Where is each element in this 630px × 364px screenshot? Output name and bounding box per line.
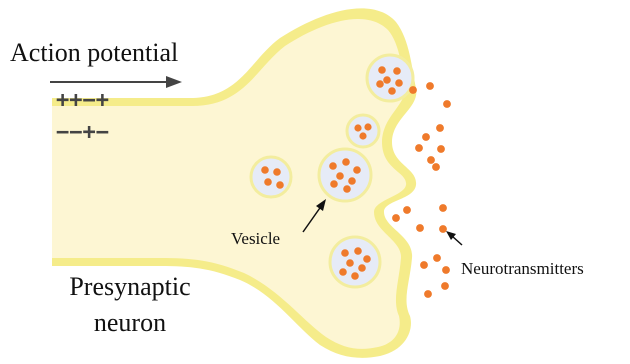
presynaptic-neuron-label: Presynaptic neuron — [40, 269, 220, 341]
presynaptic-label-line1: Presynaptic — [40, 269, 220, 305]
neurotransmitters-pointer-arrow — [446, 231, 462, 245]
action-potential-arrow — [50, 76, 182, 88]
vesicle-5 — [330, 237, 380, 287]
action-potential-label: Action potential — [10, 40, 178, 66]
membrane-charges-inner: −−+− — [56, 122, 109, 144]
vesicle-2 — [347, 115, 379, 147]
vesicle-label: Vesicle — [231, 230, 280, 247]
vesicle-1 — [367, 55, 413, 101]
presynaptic-label-line2: neuron — [40, 305, 220, 341]
neurotransmitters-label: Neurotransmitters — [461, 260, 584, 277]
vesicle-3 — [251, 157, 291, 197]
membrane-charges-outer: ++−+ — [56, 90, 109, 112]
vesicle-4 — [319, 149, 371, 201]
